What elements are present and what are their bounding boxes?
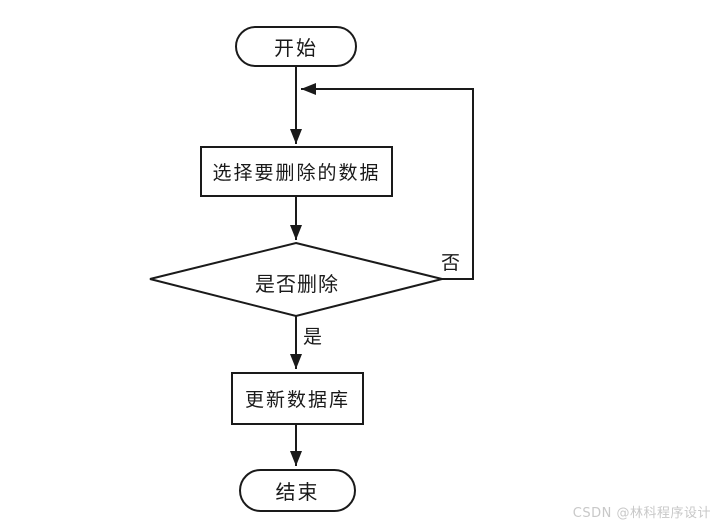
edge-no-loop [301,83,474,280]
csdn-watermark: CSDN @林科程序设计 [572,506,711,521]
start-node: 开始 [235,26,357,67]
decision-diamond-shape [149,241,443,318]
decision-node-label: 是否删除 [255,272,339,296]
select-data-node: 选择要删除的数据 [200,146,393,197]
yes-branch-label: 是 [303,326,323,348]
update-db-node: 更新数据库 [231,372,364,425]
no-branch-label: 否 [441,252,461,274]
end-node: 结束 [239,469,356,512]
